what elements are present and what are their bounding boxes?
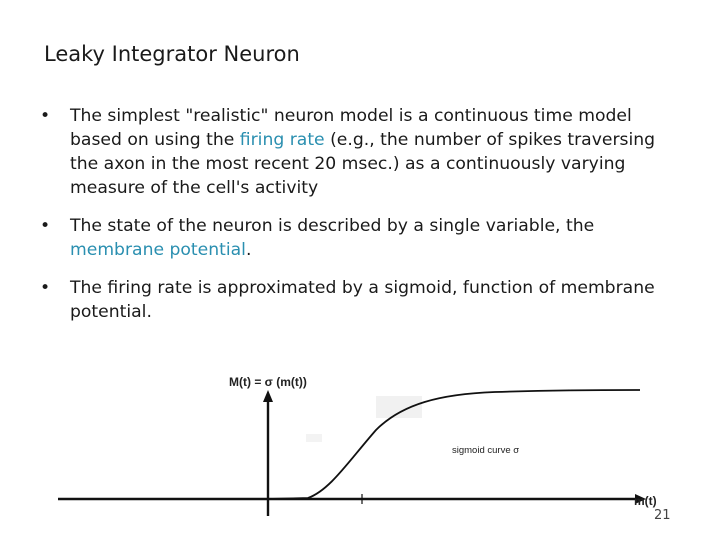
bullet-item: • The state of the neuron is described by… [36, 214, 676, 262]
bullet-dot: • [40, 278, 51, 298]
sigmoid-diagram: M(t) = σ (m(t)) sigmoid curve σ m(t) [58, 375, 657, 516]
bullet-text-end: . [245, 240, 252, 260]
bullet-text: The simplest "realistic" neuron model is… [70, 106, 632, 150]
bullet-text: The firing rate is approximated by a sig… [70, 278, 655, 322]
scan-artifact [376, 396, 422, 418]
membrane-potential-highlight: membrane potential [70, 240, 246, 260]
x-axis-arrow [635, 494, 646, 504]
scan-artifact [306, 434, 322, 442]
bullet-text: The state of the neuron is described by … [70, 216, 595, 236]
bullet-text-end: (e.g., the number of spikes traversing t… [70, 130, 656, 198]
sigmoid-curve-label: sigmoid curve σ [452, 445, 519, 456]
bullet-item: • The simplest "realistic" neuron model i… [36, 104, 676, 200]
bullet-dot: • [40, 106, 51, 126]
page-number: 21 [654, 508, 671, 523]
bullet-dot: • [40, 216, 51, 236]
bullet-list: • The simplest "realistic" neuron model i… [36, 104, 676, 338]
x-axis-label: m(t) [634, 494, 657, 508]
sigmoid-curve [267, 389, 641, 500]
bullet-item: • The firing rate is approximated by a si… [36, 276, 676, 324]
equation-label: M(t) = σ (m(t)) [229, 375, 307, 389]
slide-title: Leaky Integrator Neuron [44, 42, 300, 66]
y-axis-arrow [263, 390, 273, 402]
firing-rate-highlight: firing rate [239, 130, 325, 150]
